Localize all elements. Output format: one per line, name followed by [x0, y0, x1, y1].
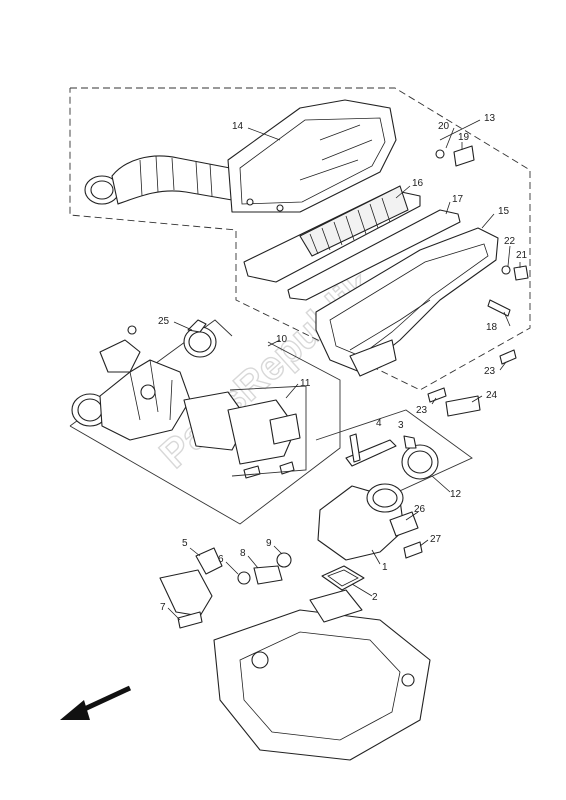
callout-22: 22: [504, 236, 516, 247]
leader-lines: [167, 119, 521, 621]
callout-25: 25: [158, 316, 170, 327]
callout-8: 8: [240, 548, 246, 559]
throttle-body: [71, 325, 191, 441]
sponge: [445, 395, 481, 417]
clamp-25: [183, 319, 217, 358]
callout-24: 24: [486, 390, 498, 401]
filter-element: [243, 185, 421, 283]
callout-23-upper: 23: [484, 366, 496, 377]
callout-16: 16: [412, 178, 424, 189]
callout-27: 27: [430, 534, 442, 545]
intake-joint: [317, 483, 423, 561]
callout-20: 20: [438, 121, 450, 132]
callout-10: 10: [276, 334, 288, 345]
clamp-12: [401, 435, 439, 480]
callout-12: 12: [450, 489, 462, 500]
callout-7: 7: [160, 602, 166, 613]
callout-15: 15: [498, 206, 510, 217]
air-filter-case-body: [315, 227, 499, 377]
intake-duct: [84, 155, 233, 205]
case-screws: [427, 299, 517, 403]
callout-4: 4: [376, 418, 382, 429]
callout-13: 13: [484, 113, 496, 124]
arrow-down-left-icon: [60, 685, 132, 720]
joint-group-outline: [315, 409, 473, 501]
callout-18: 18: [486, 322, 498, 333]
callout-3: 3: [398, 420, 404, 431]
callout-6: 6: [218, 554, 224, 565]
callout-5: 5: [182, 538, 188, 549]
air-filter-group-outline: [69, 87, 531, 391]
bracket: [345, 433, 397, 467]
callout-14: 14: [232, 121, 244, 132]
o-ring: [321, 565, 365, 591]
callout-2: 2: [372, 592, 378, 603]
air-filter-case-top: [227, 99, 397, 213]
callout-21: 21: [516, 250, 528, 261]
cylinder-head: [213, 589, 431, 761]
sensor-unit: [183, 385, 307, 479]
callout-19: 19: [458, 132, 470, 143]
callout-9: 9: [266, 538, 272, 549]
drain-plug-parts: [435, 145, 529, 281]
callout-23-lower: 23: [416, 405, 428, 416]
callout-1: 1: [382, 562, 388, 573]
injector-parts: [159, 547, 292, 629]
callout-26: 26: [414, 504, 426, 515]
callout-labels: 14 13 20 19 16 17 15 22 21 18 23 23 24 2…: [158, 113, 528, 613]
callout-17: 17: [452, 194, 464, 205]
callout-11: 11: [300, 378, 311, 389]
case-gasket: [287, 209, 461, 301]
